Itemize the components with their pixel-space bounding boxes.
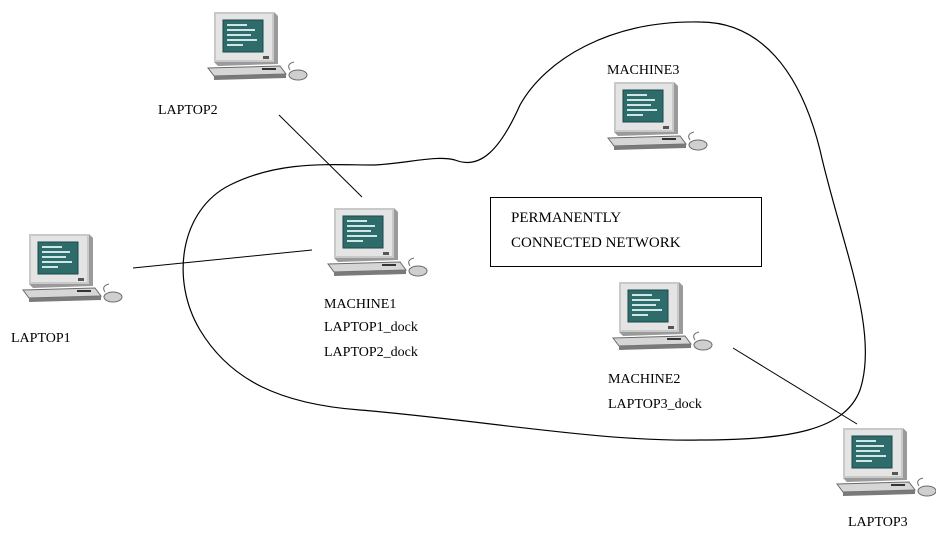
- machine1-dock1-label: LAPTOP1_dock: [324, 320, 418, 335]
- machine2-label: MACHINE2: [608, 372, 681, 387]
- desktop-computer-icon[interactable]: [607, 81, 708, 151]
- network-caption-box: PERMANENTLY CONNECTED NETWORK: [490, 197, 762, 267]
- network-boundary: [182, 21, 867, 441]
- network-caption-line2: CONNECTED NETWORK: [511, 235, 681, 251]
- desktop-computer-icon[interactable]: [327, 207, 428, 277]
- laptop3-label: LAPTOP3: [848, 515, 908, 530]
- machine1-label: MACHINE1: [324, 297, 397, 312]
- machine1-dock2-label: LAPTOP2_dock: [324, 345, 418, 360]
- laptop1-label: LAPTOP1: [11, 331, 71, 346]
- desktop-computer-icon[interactable]: [612, 281, 713, 351]
- desktop-computer-icon[interactable]: [22, 233, 123, 303]
- link-laptop1-machine1: [132, 249, 313, 269]
- machine2-dock1-label: LAPTOP3_dock: [608, 397, 702, 412]
- machine3-label: MACHINE3: [607, 63, 680, 78]
- desktop-computer-icon[interactable]: [207, 11, 308, 81]
- laptop2-label: LAPTOP2: [158, 103, 218, 118]
- link-laptop2-machine1: [278, 114, 363, 198]
- desktop-computer-icon[interactable]: [836, 427, 936, 497]
- network-caption-line1: PERMANENTLY: [511, 210, 622, 226]
- link-machine2-laptop3: [732, 347, 858, 425]
